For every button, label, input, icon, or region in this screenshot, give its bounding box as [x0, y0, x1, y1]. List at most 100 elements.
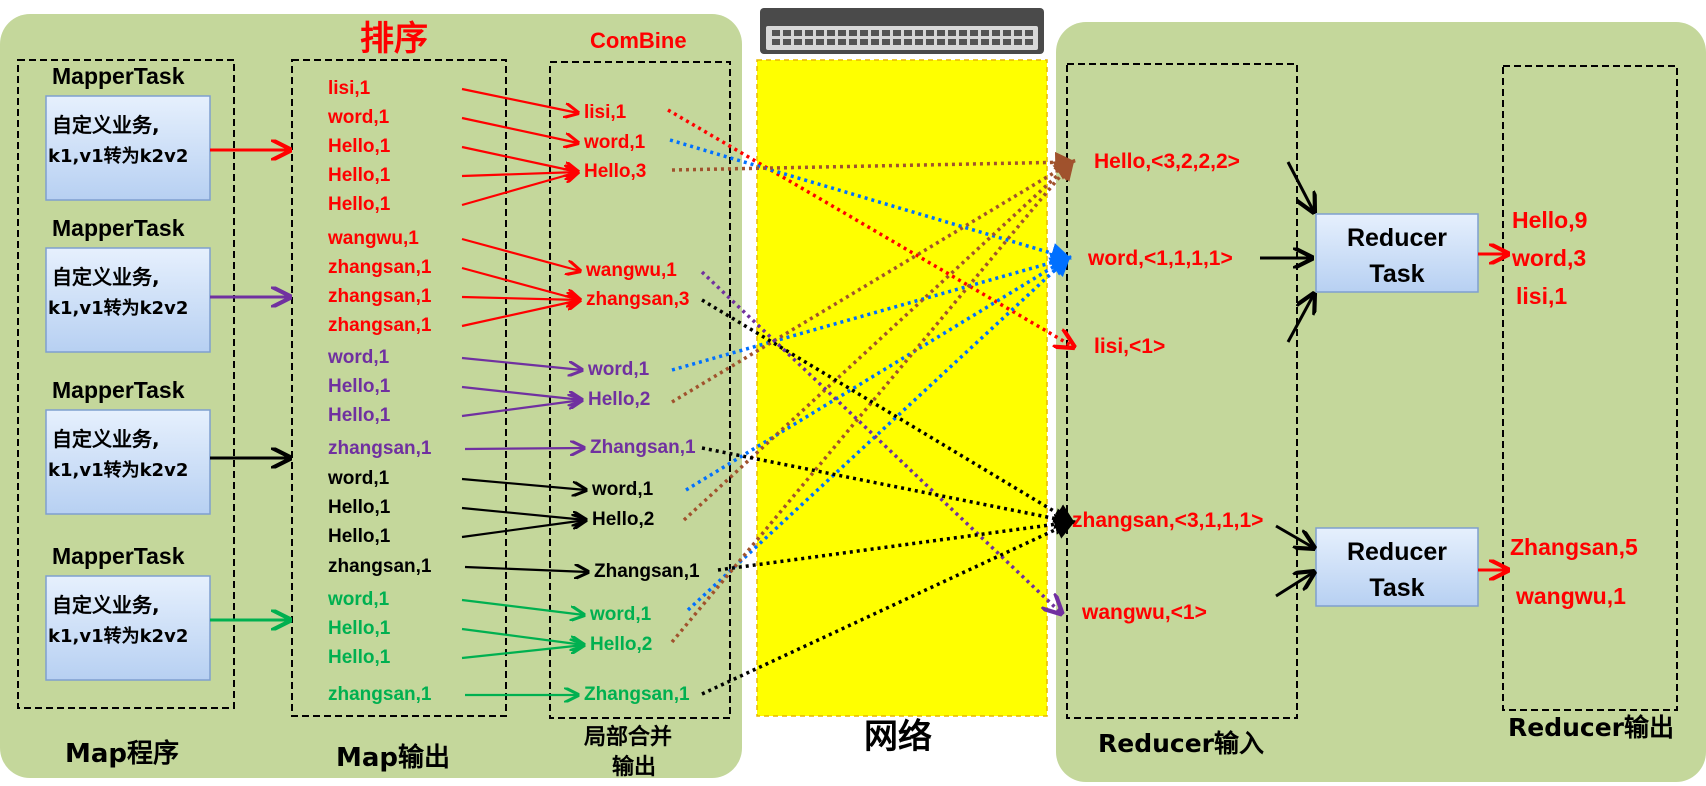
switch-port: [860, 39, 868, 45]
combine-arrow: [461, 145, 578, 172]
switch-port: [783, 39, 791, 45]
switch-port: [794, 39, 802, 45]
switch-port: [772, 30, 780, 36]
network-label: 网络: [864, 717, 932, 757]
combine-arrow: [461, 266, 580, 300]
map-output-item: word,1: [327, 107, 390, 128]
combine-output-item: Hello,2: [592, 509, 654, 530]
network-shuffle-arrows: [667, 108, 1076, 696]
switch-port: [992, 39, 1000, 45]
map-output-item: zhangsan,1: [328, 556, 432, 577]
map-output-item: wangwu,1: [327, 228, 419, 249]
switch-port: [948, 39, 956, 45]
switch-port: [926, 39, 934, 45]
switch-port: [937, 39, 945, 45]
combine-output-list: lisi,1word,1Hello,3wangwu,1zhangsan,3wor…: [583, 102, 700, 705]
local-merge-label-2: 输出: [612, 754, 656, 780]
reducer-input-list: Hello,<3,2,2,2>word,<1,1,1,1>lisi,<1>zha…: [1072, 150, 1263, 624]
map-output-item: Hello,1: [328, 618, 391, 639]
combine-output-item: word,1: [591, 479, 654, 500]
reducer-output-box: [1502, 65, 1678, 711]
reducer-output-item: word,3: [1511, 245, 1586, 271]
mapper-task-box: [45, 247, 211, 353]
network-column: [756, 59, 1048, 717]
mapper-task-line1: 自定义业务,: [52, 593, 160, 617]
combine-output-item: wangwu,1: [585, 260, 677, 281]
switch-port: [959, 39, 967, 45]
switch-port: [1014, 30, 1022, 36]
mapper-task-2: MapperTask 自定义业务, k1,v1转为k2v2: [45, 215, 211, 353]
combine-arrow: [461, 645, 584, 660]
combine-output-item: word,1: [589, 604, 652, 625]
switch-port: [1025, 39, 1033, 45]
combine-output-item: word,1: [583, 132, 646, 153]
reducer-input-label: Reducer输入: [1098, 729, 1264, 758]
switch-port: [882, 30, 890, 36]
map-output-label: Map输出: [336, 742, 450, 773]
reducer-output-item: wangwu,1: [1515, 583, 1626, 609]
map-output-item: word,1: [327, 589, 390, 610]
map-output-item: zhangsan,1: [328, 315, 432, 336]
switch-port: [1003, 39, 1011, 45]
map-output-item: zhangsan,1: [328, 684, 432, 705]
combine-arrow: [461, 237, 580, 271]
reducer-input-item: lisi,<1>: [1094, 335, 1165, 358]
combine-arrow: [461, 116, 578, 143]
combine-arrow: [461, 385, 582, 400]
combine-output-item: Zhangsan,1: [594, 561, 700, 582]
reducer-task-1: Reducer Task: [1315, 213, 1479, 293]
map-program-box: [17, 59, 235, 709]
combine-arrow: [461, 172, 578, 207]
reducer-input-box: [1066, 63, 1298, 719]
map-output-item: Hello,1: [328, 165, 391, 186]
combine-output-item: Hello,2: [590, 634, 652, 655]
sort-title: 排序: [360, 19, 428, 59]
shuffle-arrow: [700, 270, 1060, 612]
switch-port: [860, 30, 868, 36]
combine-arrow: [461, 356, 582, 370]
switch-port: [838, 39, 846, 45]
shuffle-arrow: [671, 252, 1073, 372]
map-output-item: zhangsan,1: [328, 257, 432, 278]
combine-arrows: [461, 87, 588, 695]
mapper-task-line2: k1,v1转为k2v2: [48, 297, 188, 319]
combine-title: ComBine: [590, 28, 687, 53]
switch-port: [805, 39, 813, 45]
reducer-output-item: Hello,9: [1512, 207, 1587, 233]
mapper-task-title: MapperTask: [52, 543, 185, 569]
combine-arrow: [461, 400, 582, 418]
shuffle-arrow: [669, 138, 1073, 264]
mapper-task-1: MapperTask 自定义业务, k1,v1转为k2v2: [45, 63, 211, 201]
combine-output-item: Hello,3: [584, 161, 646, 182]
mapper-task-line2: k1,v1转为k2v2: [48, 145, 188, 167]
combine-arrow: [461, 172, 578, 176]
reducer-input-item: word,<1,1,1,1>: [1087, 247, 1233, 270]
switch-port: [827, 39, 835, 45]
reducer-task-2: Reducer Task: [1315, 527, 1479, 607]
mapper-task-box: [45, 409, 211, 515]
switch-port: [904, 39, 912, 45]
switch-port: [1003, 30, 1011, 36]
combine-output-item: lisi,1: [584, 102, 627, 123]
shuffle-arrow: [667, 108, 1072, 346]
switch-port: [805, 30, 813, 36]
switch-port: [970, 39, 978, 45]
reducer-input-item: zhangsan,<3,1,1,1>: [1072, 509, 1263, 532]
combine-output-item: Zhangsan,1: [590, 437, 696, 458]
reduce-in-arrow: [1275, 572, 1314, 598]
mapper-task-line2: k1,v1转为k2v2: [48, 459, 188, 481]
reducer-output-item: Zhangsan,5: [1510, 534, 1638, 560]
shuffle-arrow: [671, 159, 1076, 404]
map-output-item: Hello,1: [328, 647, 391, 668]
reducer-task-box: [1315, 527, 1479, 607]
network-switch-icon: [760, 8, 1044, 54]
combine-arrow: [461, 520, 586, 539]
map-output-item: lisi,1: [328, 78, 371, 99]
switch-port: [772, 39, 780, 45]
mapper-task-3: MapperTask 自定义业务, k1,v1转为k2v2: [45, 377, 211, 515]
combine-output-item: zhangsan,3: [586, 289, 689, 310]
map-output-item: Hello,1: [328, 194, 391, 215]
switch-port: [992, 30, 1000, 36]
map-output-item: word,1: [327, 347, 390, 368]
